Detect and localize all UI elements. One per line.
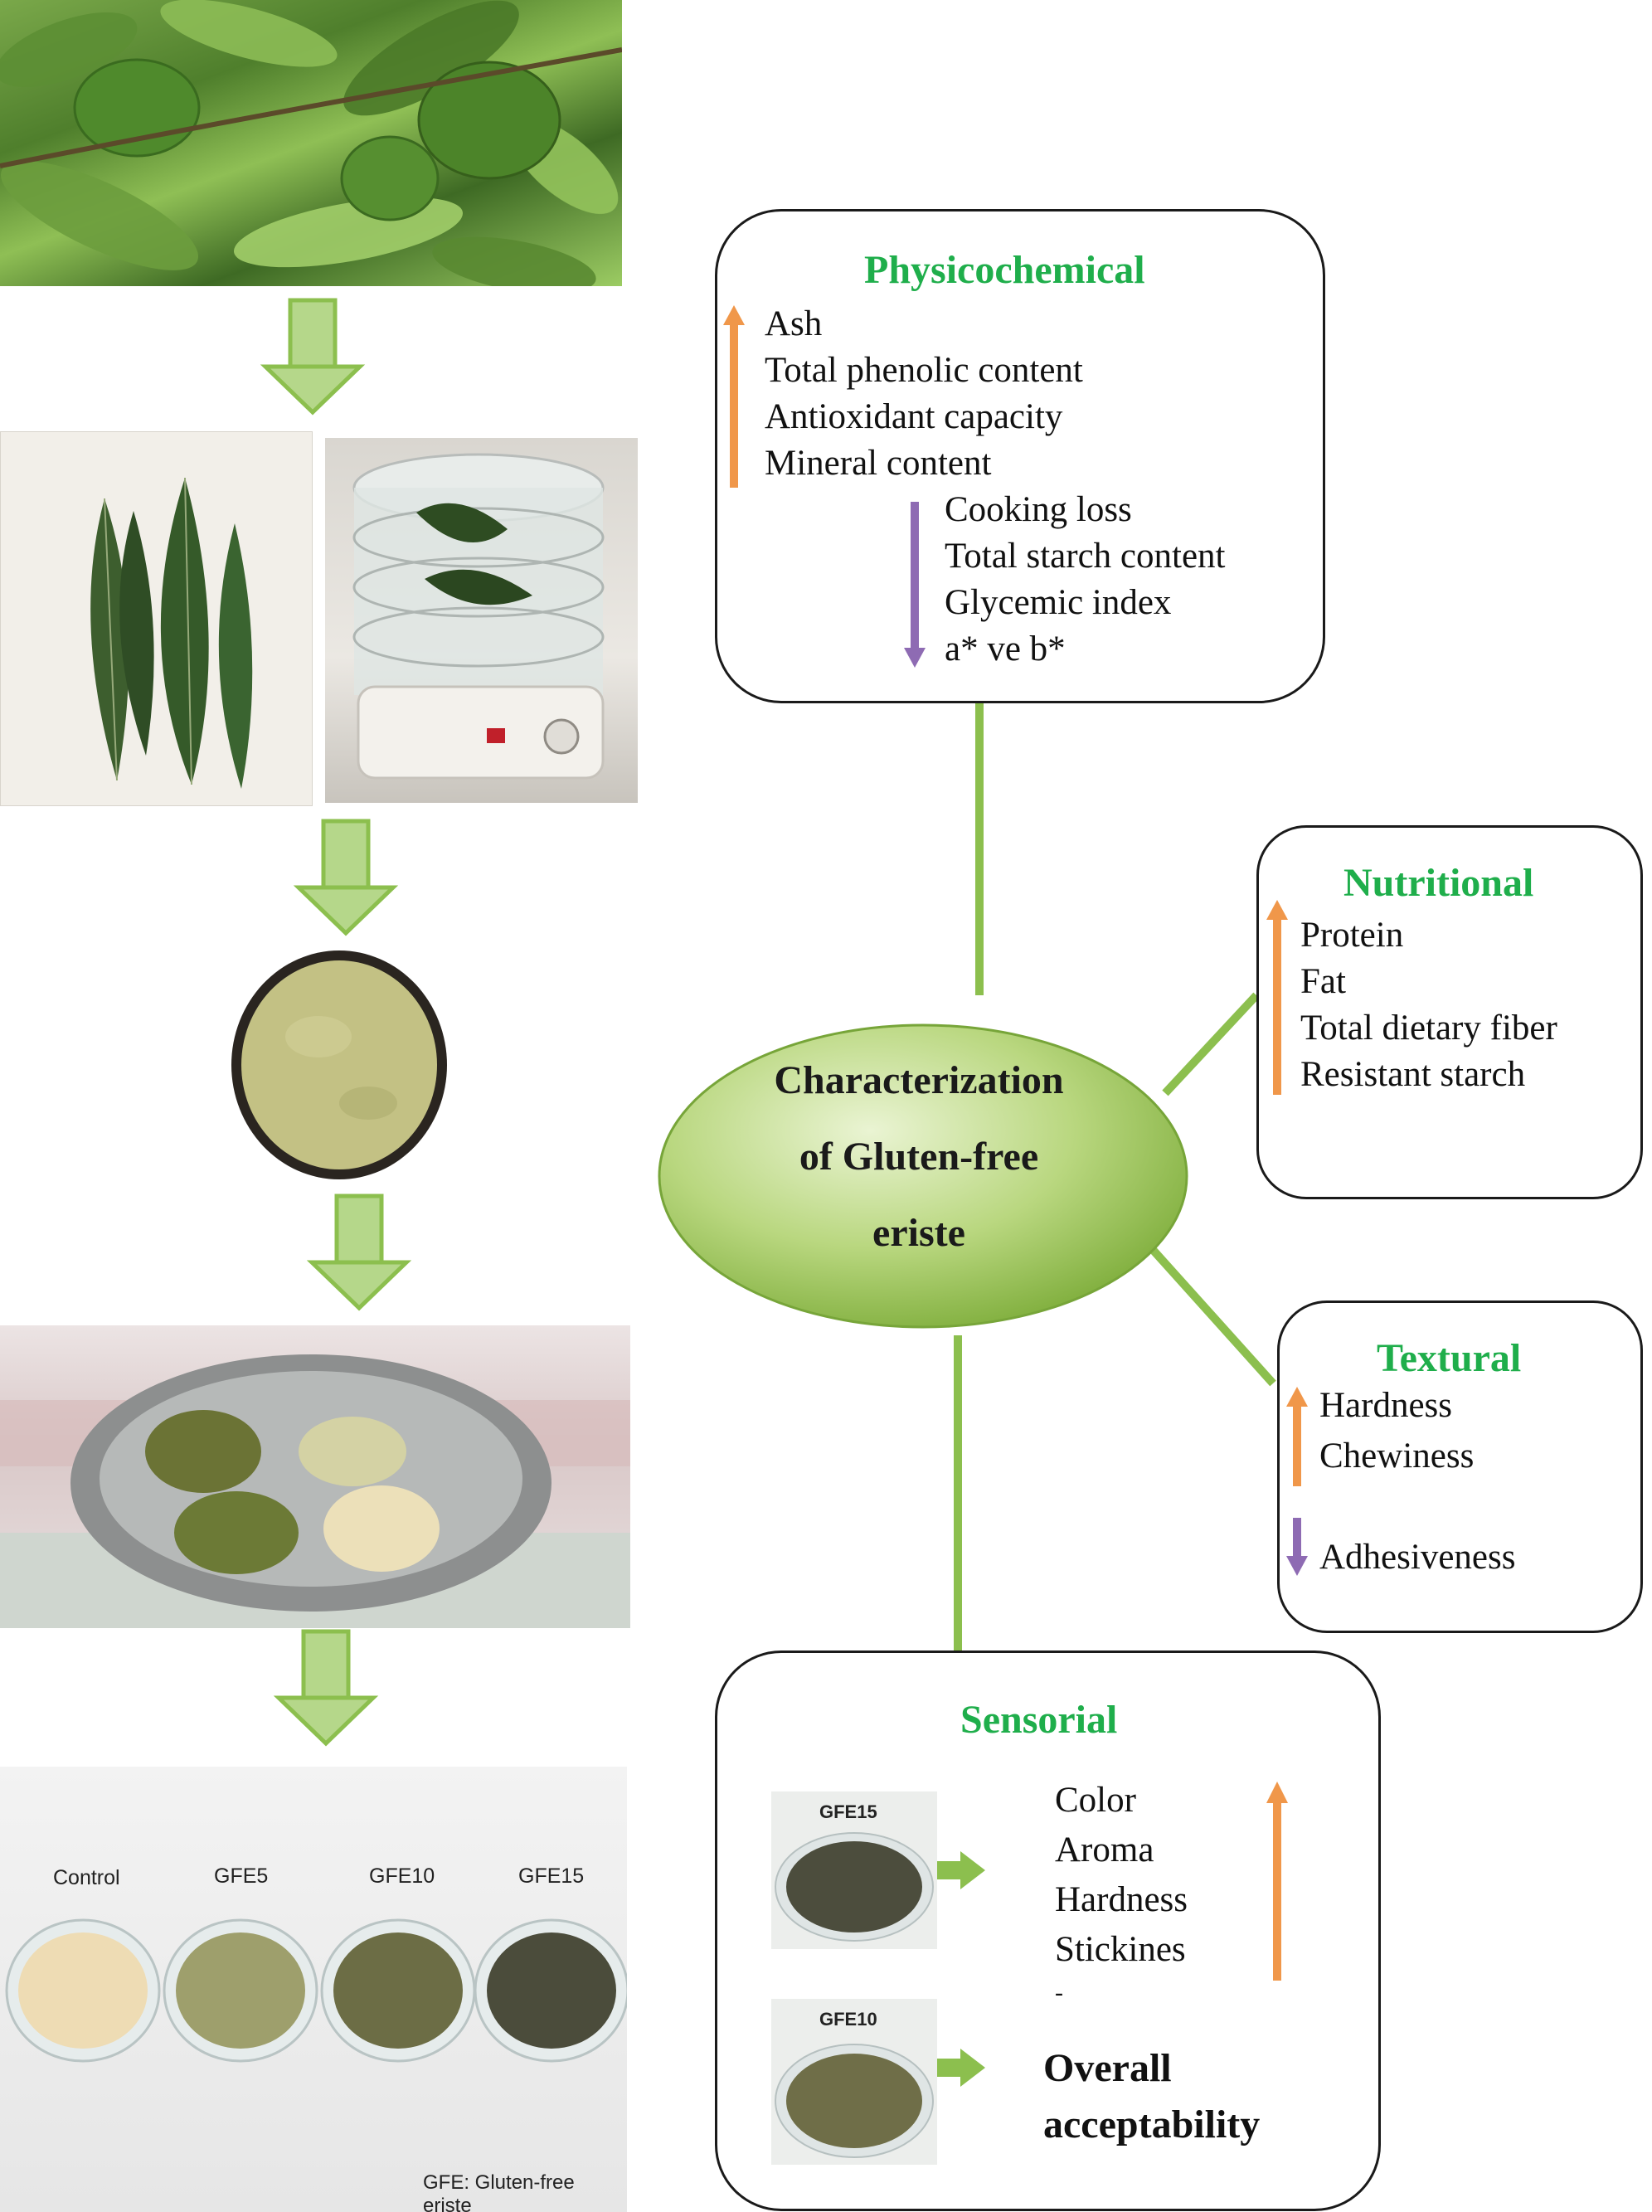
physicochemical-item-mineral: Mineral content [765,444,992,483]
physicochemical-item-starch: Total starch content [945,537,1226,576]
increase-arrow-icon [723,305,745,488]
physicochemical-item-cooking-loss: Cooking loss [945,490,1132,529]
dough-plate-illustration [0,1354,630,1628]
sample-gfe10-photo: GFE10 [771,1999,937,2165]
leaves-illustration [90,477,253,789]
flow-arrow-3 [306,1194,412,1311]
gfe10-dish-illustration [775,2044,934,2158]
textural-item-hardness: Hardness [1319,1386,1453,1425]
physicochemical-box [715,209,1325,703]
center-ellipse [658,1023,1188,1329]
textural-box [1277,1300,1643,1633]
food-dehydrator-photo [325,438,638,803]
overall-line1: Overall [1043,2046,1172,2090]
physicochemical-item-glycemic: Glycemic index [945,583,1172,622]
avocado-leaves-photo [0,431,313,806]
center-title-line3: eriste [872,1211,965,1255]
nutritional-item-fiber: Total dietary fiber [1300,1009,1557,1048]
sensorial-item-stickines: Stickines [1055,1930,1186,1969]
increase-arrow-icon [1266,1782,1288,1981]
sensorial-title: Sensorial [960,1698,1118,1742]
powder-dish-illustration [231,950,447,1179]
dough-balls-photo [0,1325,630,1628]
gfe15-dish-illustration [775,1832,934,1942]
sensorial-item-aroma: Aroma [1055,1830,1154,1869]
textural-item-adhesiveness: Adhesiveness [1319,1538,1516,1577]
sample-gfe10-label: GFE10 [819,2009,877,2030]
sample-label-gfe10: GFE10 [369,1864,435,1888]
flow-arrow-4 [273,1629,379,1747]
nutritional-item-resistant-starch: Resistant starch [1300,1055,1526,1094]
textural-title: Textural [1377,1336,1522,1380]
nutritional-item-fat: Fat [1300,962,1346,1001]
center-title-line2: of Gluten-free [799,1135,1039,1179]
leaf-powder-photo [227,946,451,1184]
center-title-line1: Characterization [774,1058,1064,1102]
overall-acceptability: Overall acceptability [1043,2040,1260,2153]
decrease-arrow-icon [904,502,926,668]
sample-label-gfe5: GFE5 [214,1864,269,1888]
decrease-arrow-icon [1286,1518,1308,1576]
flow-arrow-2 [293,819,399,936]
dehydrator-illustration [352,453,605,780]
pointer-arrow-icon [937,1851,985,1889]
increase-arrow-icon [1286,1387,1308,1486]
eriste-samples-photo: Control GFE5 GFE10 GFE15 GFE: Gluten-fre… [0,1767,627,2212]
nutritional-title: Nutritional [1343,861,1534,905]
physicochemical-item-phenolic: Total phenolic content [765,351,1083,390]
overall-line2: acceptability [1043,2103,1261,2146]
physicochemical-item-antioxidant: Antioxidant capacity [765,397,1063,436]
sensorial-item-dash: - [1055,1979,1063,2006]
sample-label-control: Control [53,1866,120,1889]
pasta-dishes-illustration [5,1918,627,2063]
nutritional-box [1256,825,1643,1199]
physicochemical-item-color: a* ve b* [945,630,1066,668]
sample-gfe15-photo: GFE15 [771,1791,937,1949]
pasta-photo-caption: GFE: Gluten-free eriste [423,2171,575,2212]
sample-gfe15-label: GFE15 [819,1801,877,1822]
center-title: Characterization of Gluten-free eriste [736,1043,1101,1271]
increase-arrow-icon [1266,900,1288,1095]
sensorial-item-hardness: Hardness [1055,1880,1188,1919]
connector-nutritional [1162,992,1260,1096]
physicochemical-item-ash: Ash [765,304,823,343]
sensorial-item-color: Color [1055,1781,1136,1820]
avocado-tree-illustration [0,0,622,286]
connector-textural [1137,1232,1276,1387]
flow-arrow-1 [260,298,366,416]
avocado-tree-photo [0,0,622,286]
pointer-arrow-icon [937,2049,985,2087]
textural-item-chewiness: Chewiness [1319,1437,1475,1475]
sample-label-gfe15: GFE15 [518,1864,585,1888]
physicochemical-title: Physicochemical [864,248,1145,292]
nutritional-item-protein: Protein [1300,916,1404,955]
